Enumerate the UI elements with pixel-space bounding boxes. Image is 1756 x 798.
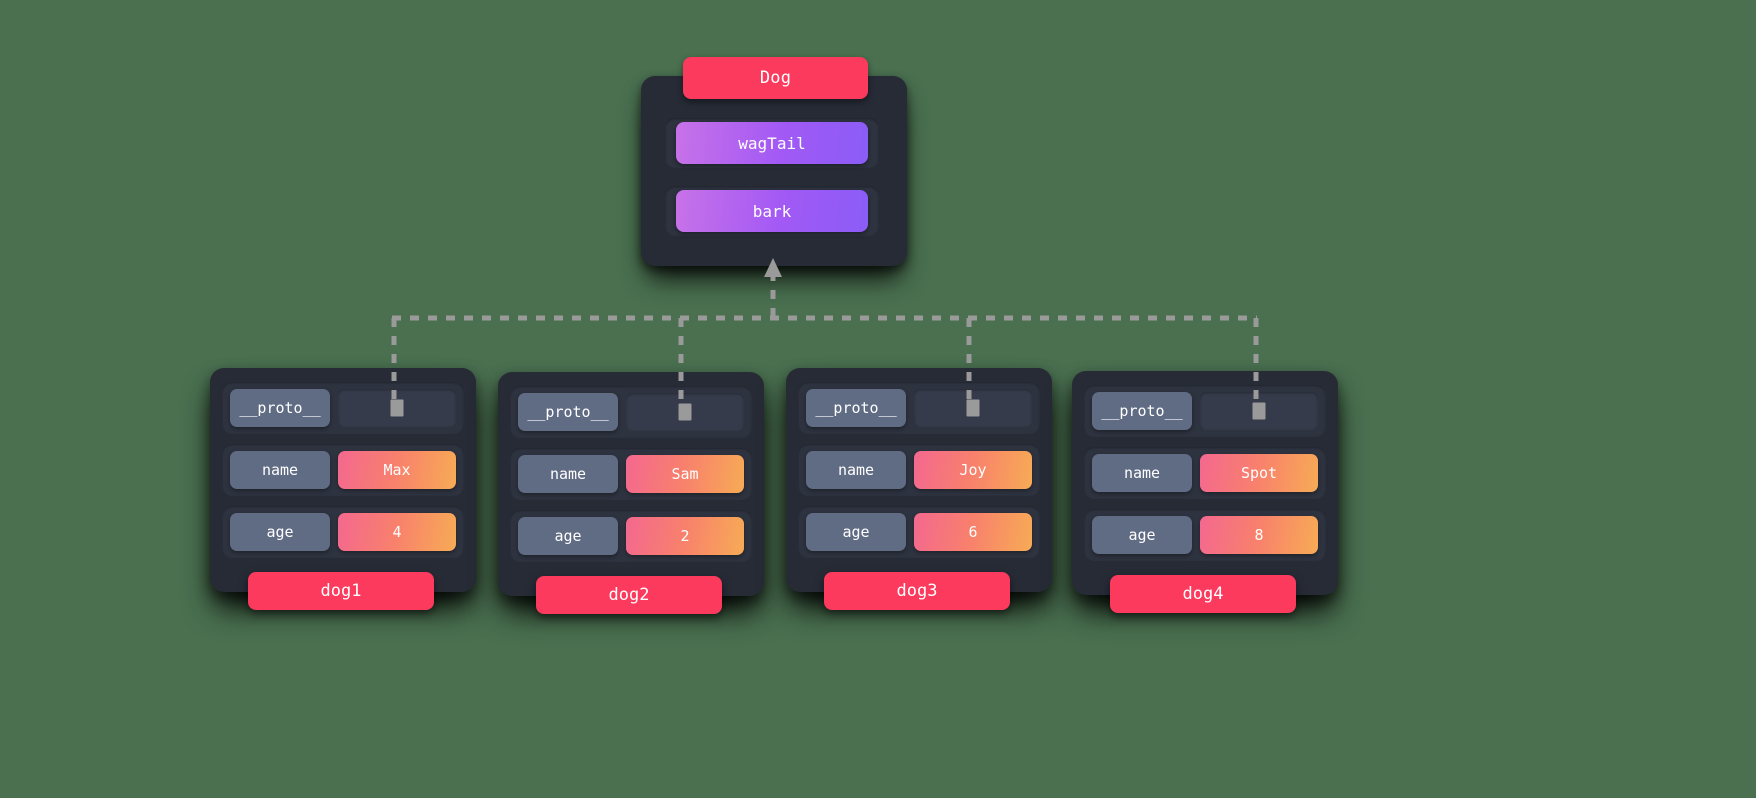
property-row-age[interactable]: age 4 [222,506,464,558]
property-reference-slot[interactable] [914,389,1032,427]
property-key: age [518,517,618,555]
prototype-title-label: Dog [759,68,792,88]
property-key: age [230,513,330,551]
instance-card-dog2[interactable]: __proto__ name Sam age 2 dog2 [498,372,764,614]
method-label: bark [752,201,792,221]
instance-label: dog3 [824,572,1010,610]
prototype-method-slot-wagtail[interactable]: wagTail [665,118,879,168]
prototype-method-slot-bark[interactable]: bark [665,186,879,236]
property-value: 8 [1200,516,1318,554]
prototype-title: Dog [683,57,868,99]
link-handle-icon[interactable] [678,403,692,421]
property-value: 4 [338,513,456,551]
property-row-age[interactable]: age 6 [798,506,1040,558]
property-key: __proto__ [230,389,330,427]
link-handle-icon[interactable] [966,399,980,417]
property-value: 2 [626,517,744,555]
method-pill[interactable]: bark [676,190,868,232]
property-value: Joy [914,451,1032,489]
method-pill[interactable]: wagTail [676,122,868,164]
property-key: name [806,451,906,489]
instance-label: dog2 [536,576,722,614]
property-row-proto[interactable]: __proto__ [510,386,752,438]
property-value: Spot [1200,454,1318,492]
property-key: name [518,455,618,493]
property-value: Max [338,451,456,489]
instance-card-dog1[interactable]: __proto__ name Max age 4 dog1 [210,368,476,610]
property-row-name[interactable]: name Max [222,444,464,496]
property-key: age [1092,516,1192,554]
property-row-age[interactable]: age 2 [510,510,752,562]
property-key: name [230,451,330,489]
property-row-proto[interactable]: __proto__ [798,382,1040,434]
link-handle-icon[interactable] [1252,402,1266,420]
property-key: __proto__ [518,393,618,431]
property-key: age [806,513,906,551]
instance-card-dog3[interactable]: __proto__ name Joy age 6 dog3 [786,368,1052,610]
property-row-name[interactable]: name Spot [1084,447,1326,499]
property-row-proto[interactable]: __proto__ [1084,385,1326,437]
property-row-proto[interactable]: __proto__ [222,382,464,434]
instance-card-dog4[interactable]: __proto__ name Spot age 8 dog4 [1072,371,1338,613]
property-value: Sam [626,455,744,493]
instance-label: dog1 [248,572,434,610]
property-reference-slot[interactable] [338,389,456,427]
method-label: wagTail [738,133,806,153]
property-key: __proto__ [806,389,906,427]
property-reference-slot[interactable] [1200,392,1318,430]
link-handle-icon[interactable] [390,399,404,417]
property-row-name[interactable]: name Sam [510,448,752,500]
property-key: __proto__ [1092,392,1192,430]
property-key: name [1092,454,1192,492]
instance-label: dog4 [1110,575,1296,613]
property-row-name[interactable]: name Joy [798,444,1040,496]
property-reference-slot[interactable] [626,393,744,431]
prototype-card[interactable] [641,76,907,266]
property-value: 6 [914,513,1032,551]
property-row-age[interactable]: age 8 [1084,509,1326,561]
